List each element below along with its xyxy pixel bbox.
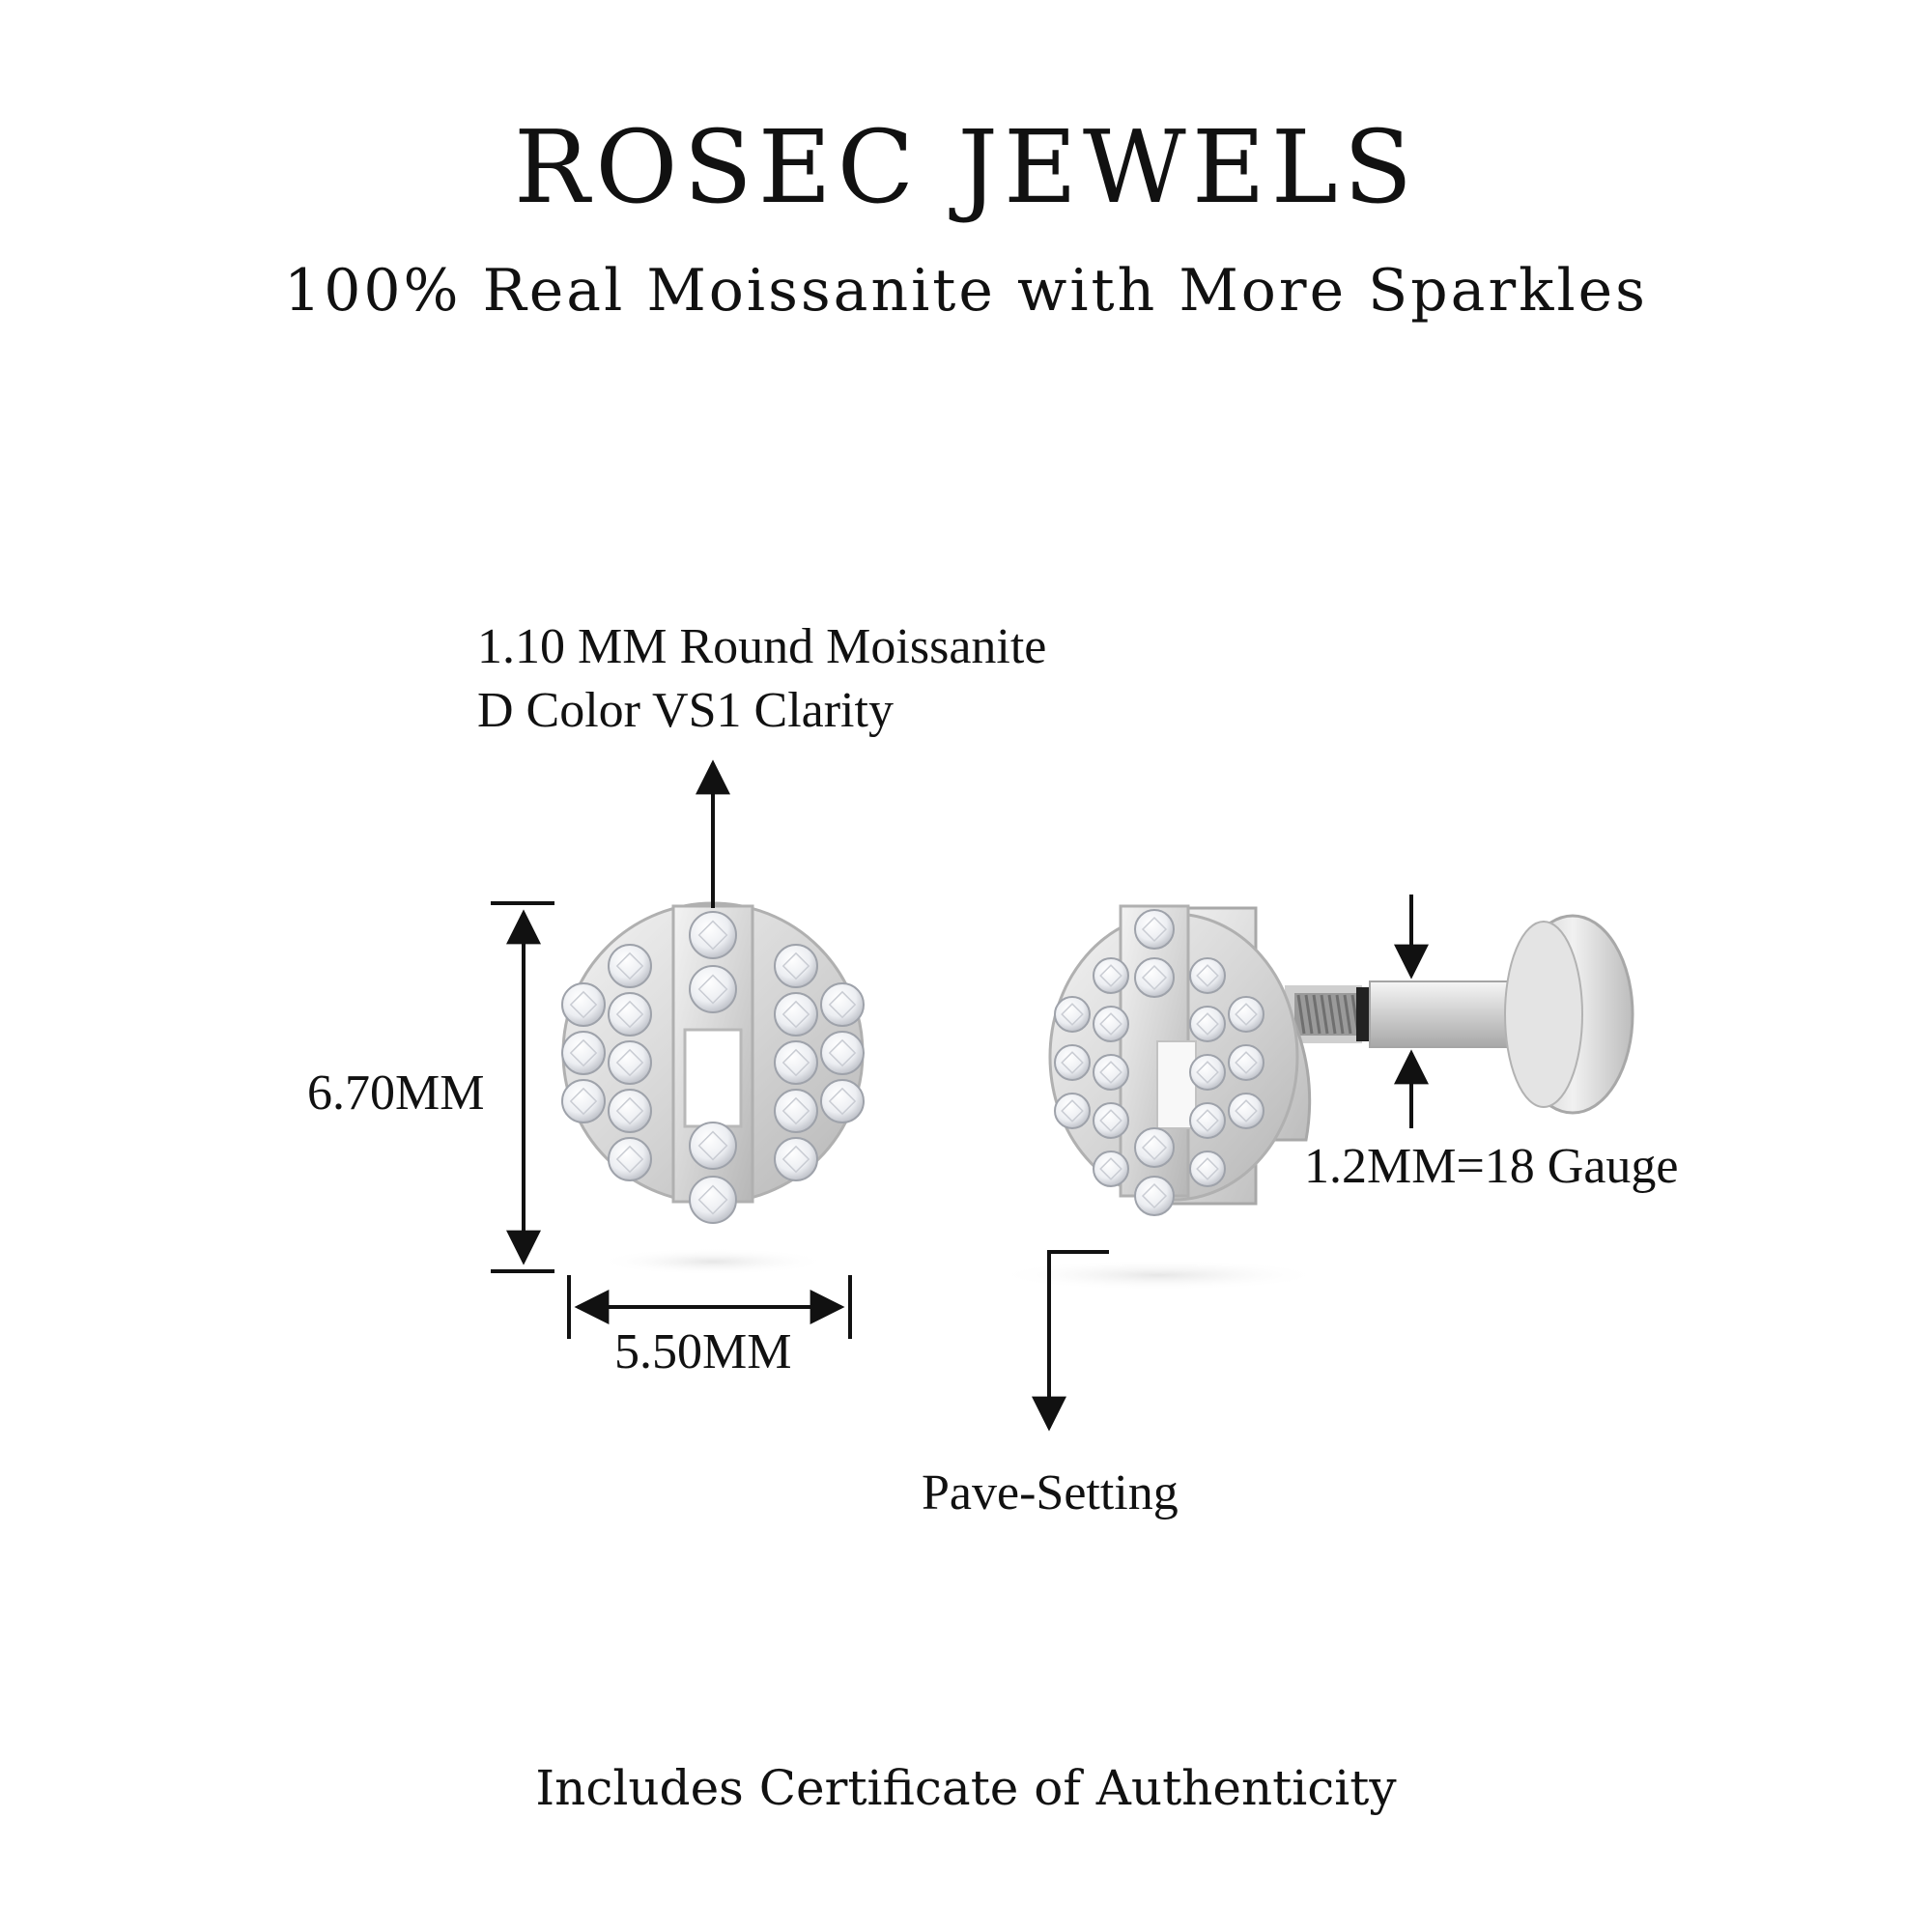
stone-facet-icon (828, 1087, 857, 1116)
stone-facet-icon (828, 990, 857, 1019)
stone-facet-icon (1099, 964, 1122, 987)
height-label: 6.70MM (307, 1065, 485, 1121)
moissanite-stone-icon (1189, 1102, 1226, 1139)
moissanite-stone-icon (689, 911, 737, 959)
moissanite-stone-icon (1228, 996, 1264, 1033)
moissanite-stone-icon (1228, 1093, 1264, 1129)
moissanite-stone-icon (608, 992, 652, 1037)
moissanite-stone-icon (1093, 1054, 1129, 1091)
stone-facet-icon (781, 1048, 810, 1077)
stone-facet-icon (615, 1000, 644, 1029)
moissanite-stone-icon (689, 1176, 737, 1224)
earring-front-view (561, 901, 865, 1275)
stone-facet-icon (569, 1087, 598, 1116)
moissanite-stone-icon (1189, 1054, 1226, 1091)
stone-facet-icon (1141, 964, 1168, 991)
moissanite-stone-icon (1054, 996, 1091, 1033)
moissanite-stone-icon (689, 965, 737, 1013)
gauge-label: 1.2MM=18 Gauge (1304, 1139, 1679, 1194)
stone-facet-icon (1141, 916, 1168, 943)
moissanite-stone-icon (820, 1031, 865, 1075)
setting-label: Pave-Setting (922, 1465, 1179, 1520)
moissanite-stone-icon (689, 1122, 737, 1170)
stone-facet-icon (1235, 1003, 1258, 1026)
stone-facet-icon (1099, 1157, 1122, 1180)
stone-facet-icon (1099, 1109, 1122, 1132)
stone-facet-icon (1196, 1012, 1219, 1036)
moissanite-stone-icon (561, 1031, 606, 1075)
stone-facet-icon (1099, 1061, 1122, 1084)
moissanite-stone-icon (1134, 1127, 1175, 1168)
stone-facet-icon (1235, 1099, 1258, 1122)
moissanite-stone-icon (774, 944, 818, 988)
brand-title: ROSEC JEWELS (513, 108, 1419, 226)
stone-facet-icon (569, 990, 598, 1019)
stone-facet-icon (1099, 1012, 1122, 1036)
stone-facet-icon (781, 1000, 810, 1029)
stone-facet-icon (1141, 1134, 1168, 1161)
moissanite-stone-icon (1189, 1151, 1226, 1187)
moissanite-stone-icon (561, 982, 606, 1027)
moissanite-stone-icon (774, 1137, 818, 1181)
moissanite-stone-icon (820, 982, 865, 1027)
stone-facet-icon (1196, 1157, 1219, 1180)
moissanite-stone-icon (774, 1089, 818, 1133)
stone-size-label: 1.10 MM Round Moissanite (477, 619, 1047, 674)
moissanite-stone-icon (774, 1040, 818, 1085)
stone-facet-icon (615, 1048, 644, 1077)
pave-callout-arrow (1032, 1250, 1109, 1432)
stone-facet-icon (615, 952, 644, 980)
stone-facet-icon (1196, 1109, 1219, 1132)
stone-facet-icon (781, 1096, 810, 1125)
stone-facet-icon (697, 974, 728, 1005)
stone-facet-icon (828, 1038, 857, 1067)
moissanite-stone-icon (608, 1137, 652, 1181)
stone-quality-label: D Color VS1 Clarity (477, 683, 894, 738)
stone-facet-icon (615, 1096, 644, 1125)
moissanite-stone-icon (1228, 1044, 1264, 1081)
moissanite-stone-icon (1134, 1176, 1175, 1216)
stone-facet-icon (1196, 964, 1219, 987)
moissanite-stone-icon (1093, 1006, 1129, 1042)
stone-facet-icon (1061, 1003, 1084, 1026)
moissanite-stone-icon (1134, 957, 1175, 998)
moissanite-stone-icon (1054, 1093, 1091, 1129)
moissanite-stone-icon (608, 1040, 652, 1085)
moissanite-stone-icon (561, 1079, 606, 1123)
width-label: 5.50MM (614, 1324, 792, 1379)
moissanite-stone-icon (608, 1089, 652, 1133)
stone-facet-icon (1196, 1061, 1219, 1084)
moissanite-stone-icon (1189, 1006, 1226, 1042)
stone-facet-icon (1141, 1182, 1168, 1209)
stone-facet-icon (781, 1145, 810, 1174)
moissanite-stone-icon (1093, 1151, 1129, 1187)
stone-facet-icon (569, 1038, 598, 1067)
earring-side-view (995, 904, 1634, 1291)
moissanite-stone-icon (608, 944, 652, 988)
stone-facet-icon (1061, 1099, 1084, 1122)
moissanite-stone-icon (1189, 957, 1226, 994)
stone-facet-icon (781, 952, 810, 980)
stone-facet-icon (1235, 1051, 1258, 1074)
moissanite-stone-icon (1054, 1044, 1091, 1081)
moissanite-stone-icon (774, 992, 818, 1037)
tagline: 100% Real Moissanite with More Sparkles (284, 257, 1648, 325)
stone-facet-icon (697, 1184, 728, 1215)
thread-icon (1294, 993, 1362, 1036)
certificate-note: Includes Certificate of Authenticity (535, 1760, 1397, 1816)
dimension-lines (491, 759, 1429, 1432)
stone-facet-icon (1061, 1051, 1084, 1074)
moissanite-stone-icon (1093, 1102, 1129, 1139)
stone-facet-icon (697, 920, 728, 951)
moissanite-stone-icon (1093, 957, 1129, 994)
moissanite-stone-icon (820, 1079, 865, 1123)
stone-facet-icon (697, 1130, 728, 1161)
moissanite-stone-icon (1134, 909, 1175, 950)
stone-facet-icon (615, 1145, 644, 1174)
